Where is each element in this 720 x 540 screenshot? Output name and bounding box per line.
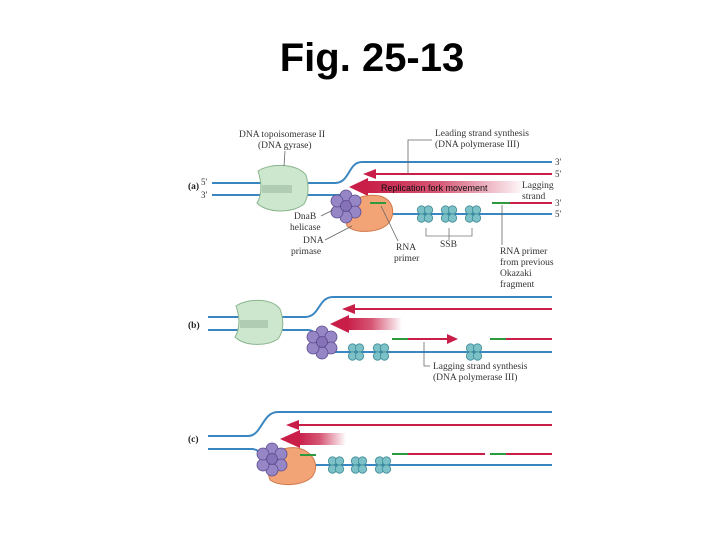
leading-label-2: (DNA polymerase III) <box>435 139 519 150</box>
rna-primer-leader <box>380 205 399 242</box>
panel-a-label: (a) <box>188 181 199 192</box>
panel-b: (b) Lagging strand synthesis (DNA polyme… <box>188 296 552 383</box>
panel-a: (a) 5′ 3′ Replication fork movement 3′ <box>188 129 562 290</box>
dnab-helicase <box>306 325 338 360</box>
panel-b-label: (b) <box>188 320 200 331</box>
end-3-prime-left: 3′ <box>201 190 208 200</box>
fork-movement-arrowhead <box>280 430 300 448</box>
dnab-helicase <box>256 442 288 477</box>
lagging-synthesis-label-2: (DNA polymerase III) <box>433 372 517 383</box>
gyrase-leader <box>283 150 286 167</box>
end-3-prime-right-3: 3′ <box>555 198 562 208</box>
okazaki-arrowhead <box>447 334 458 344</box>
leading-leader <box>407 139 432 174</box>
dnab-label-1: DnaB <box>294 212 316 222</box>
leading-template-strand <box>212 161 552 184</box>
gyrase-label-2: (DNA gyrase) <box>258 140 312 151</box>
end-5-prime-right-2: 5′ <box>555 169 562 179</box>
primase-leader <box>324 225 353 241</box>
dnab-helicase <box>330 189 362 224</box>
lagging-synthesis-leader <box>423 342 430 367</box>
lagging-label-2: strand <box>522 192 545 202</box>
fork-movement-arrowhead <box>330 315 349 333</box>
leading-template-strand <box>208 296 552 318</box>
end-3-prime-right-1: 3′ <box>555 157 562 167</box>
end-5-prime-right-4: 5′ <box>555 209 562 219</box>
dnab-leader <box>320 209 334 217</box>
figure-title: Fig. 25-13 <box>279 36 465 80</box>
fork-movement-arrow-body <box>366 181 526 193</box>
lagging-label-1: Lagging <box>522 181 554 191</box>
panel-c: (c) <box>188 411 552 485</box>
rna-primer-label-1: RNA <box>396 243 416 253</box>
primase-label-1: DNA <box>303 236 324 246</box>
panel-c-label: (c) <box>188 434 199 445</box>
prev-primer-label-4: fragment <box>500 279 535 290</box>
leading-arrowhead <box>363 169 376 179</box>
leading-arrowhead <box>342 304 355 314</box>
prev-primer-label-1: RNA primer <box>500 247 548 257</box>
gyrase-duplex-shading <box>262 185 292 193</box>
rna-primer-label-2: primer <box>394 254 420 264</box>
gyrase-duplex-shading <box>240 320 268 328</box>
end-5-prime-left: 5′ <box>201 177 208 187</box>
leading-template-strand <box>208 411 552 437</box>
prev-primer-label-2: from previous <box>500 257 554 268</box>
fork-movement-arrow-body <box>298 433 346 445</box>
lagging-synthesis-label-1: Lagging strand synthesis <box>433 362 528 372</box>
dnab-label-2: helicase <box>290 223 321 233</box>
prev-primer-label-3: Okazaki <box>500 269 532 279</box>
gyrase-label-1: DNA topoisomerase II <box>239 130 325 140</box>
ssb-label: SSB <box>440 240 457 250</box>
leading-arrowhead <box>286 420 299 430</box>
leading-label-1: Leading strand synthesis <box>435 129 529 139</box>
primase-label-2: primase <box>291 247 321 257</box>
fork-movement-arrow-body <box>347 318 402 330</box>
fork-movement-arrowhead <box>349 178 368 196</box>
fork-movement-label: Replication fork movement <box>381 183 488 193</box>
